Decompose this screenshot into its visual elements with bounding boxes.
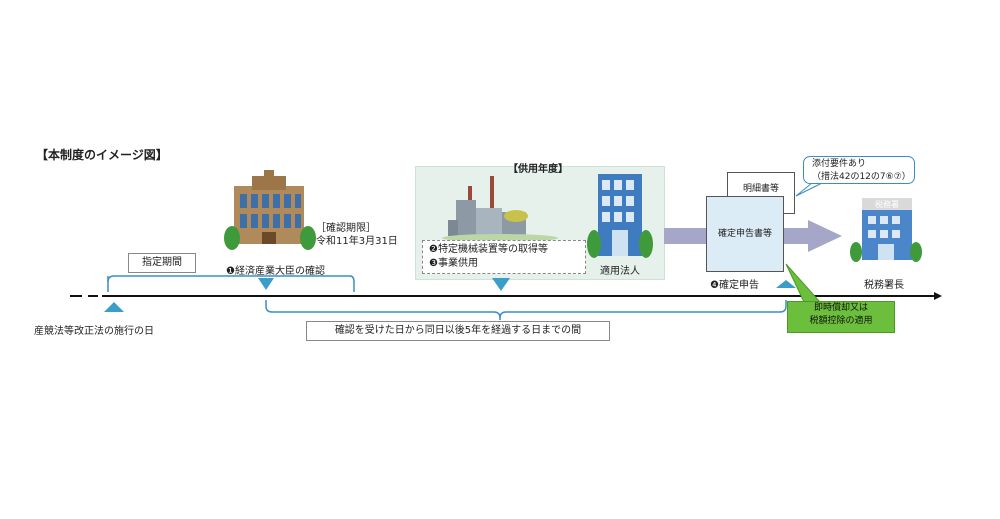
factory-icon: [442, 176, 558, 242]
company-building-icon: [587, 174, 653, 258]
period-bracket-left: [265, 300, 501, 320]
detail-statement-label: 明細書等: [742, 184, 779, 194]
tax-office-building-icon: [850, 198, 922, 262]
step2-label: ❷特定機械装置等の取得等: [429, 244, 548, 255]
page-title: 【本制度のイメージ図】: [36, 148, 168, 162]
tax-return-doc: 確定申告書等: [706, 196, 784, 272]
step1-marker-triangle: [258, 278, 274, 290]
designated-period-label: 指定期間: [128, 253, 196, 273]
attachment-requirement-callout: 添付要件あり （措法42の12の7⑥⑦）: [803, 156, 915, 184]
immediate-depreciation-callout: 即時償却又は 税額控除の適用: [787, 301, 895, 333]
immediate-line2: 税額控除の適用: [809, 316, 873, 326]
ministry-building-icon: [224, 170, 316, 250]
enforcement-date-label: 産競法等改正法の施行の日: [34, 326, 154, 337]
confirmation-deadline: ［確認期限］ 令和11年3月31日: [316, 222, 398, 248]
step4-label: ❹確定申告: [710, 280, 759, 291]
confirmation-deadline-date: 令和11年3月31日: [316, 236, 398, 247]
acquisition-box: ❷特定機械装置等の取得等 ❸事業供用: [422, 240, 586, 274]
period-bracket-right: [499, 300, 787, 319]
step4-marker-triangle: [776, 280, 796, 288]
tax-office-chief-label: 税務署長: [864, 280, 904, 291]
confirmation-deadline-label: ［確認期限］: [316, 223, 376, 234]
step3-label: ❸事業供用: [429, 258, 478, 269]
immediate-line1: 即時償却又は: [813, 303, 868, 313]
applicable-corporation-label: 適用法人: [600, 266, 640, 277]
callout-pointer: [795, 182, 823, 197]
step23-marker-triangle: [492, 278, 510, 291]
start-marker-triangle: [104, 302, 124, 312]
designated-period-bracket: [107, 275, 355, 292]
usage-year-label: 【供用年度】: [508, 164, 568, 175]
attachment-line1: 添付要件あり: [812, 159, 867, 169]
timeline-arrowhead: [934, 292, 942, 300]
attachment-line2: （措法42の12の7⑥⑦）: [812, 172, 911, 182]
step1-label: ❶経済産業大臣の確認: [226, 266, 325, 277]
tax-office-sign: 税務署: [875, 200, 899, 209]
five-year-period-label: 確認を受けた日から同日以後5年を経過する日までの間: [306, 321, 610, 341]
